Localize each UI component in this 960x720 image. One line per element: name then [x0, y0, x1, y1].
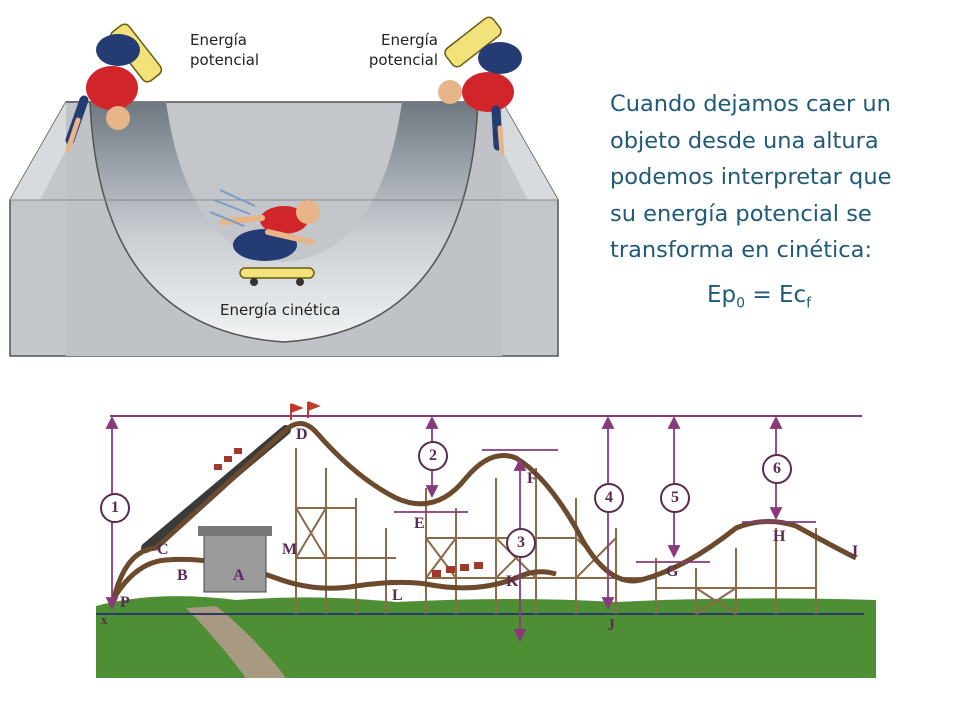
point-label-p: P [120, 594, 130, 611]
caption-potential-left: Energía potencial [190, 30, 259, 70]
point-label-a: A [233, 567, 245, 584]
caption-line: Energía [190, 31, 247, 49]
caption-line: potencial [368, 51, 438, 69]
formula-ep-sub: 0 [736, 295, 746, 312]
point-label-j: J [607, 617, 615, 634]
point-label-h: H [773, 528, 786, 545]
formula-ec: Ec [778, 282, 807, 308]
formula-ec-sub: f [806, 295, 812, 312]
caption-kinetic: Energía cinética [220, 301, 341, 319]
station [198, 526, 272, 593]
energy-formula: Ep0 = Ecf [707, 282, 811, 312]
point-label-g: G [666, 563, 679, 580]
explanation-line: podemos interpretar que [610, 164, 892, 190]
skater-bottom [209, 189, 320, 286]
coaster-cars [214, 448, 483, 577]
point-label-x: x [101, 612, 108, 627]
skater-upper-right [438, 16, 522, 155]
formula-ep: Ep [707, 282, 737, 308]
point-label-f: F [527, 470, 537, 487]
point-label-i: I [852, 543, 859, 560]
height-label-1: 1 [100, 493, 130, 523]
roller-coaster-diagram [96, 401, 876, 678]
caption-line: potencial [190, 51, 260, 69]
point-label-c: C [157, 541, 169, 558]
height-label-5: 5 [660, 483, 690, 513]
explanation-line: transforma en cinética: [610, 237, 873, 263]
height-label-3: 3 [506, 528, 536, 558]
grass [96, 596, 876, 678]
support-structure [295, 448, 817, 615]
flag-icon [290, 403, 304, 420]
path [186, 606, 286, 678]
point-label-m: M [282, 541, 298, 558]
height-label-6: 6 [762, 454, 792, 484]
point-label-d: D [296, 426, 308, 443]
point-label-l: L [392, 587, 403, 604]
height-label-2: 2 [418, 441, 448, 471]
coaster-track [111, 421, 858, 599]
flag-icon [307, 401, 321, 418]
caption-line: Energía [381, 31, 438, 49]
point-label-b: B [177, 567, 188, 584]
point-label-e: E [414, 515, 425, 532]
formula-equals: = [745, 282, 779, 308]
halfpipe-illustration [9, 16, 559, 357]
point-label-k: K [506, 573, 519, 590]
explanation-text: Cuando dejamos caer un objeto desde una … [610, 86, 955, 269]
explanation-line: Cuando dejamos caer un [610, 91, 891, 117]
explanation-line: su energía potencial se [610, 200, 872, 227]
lower-track [111, 556, 557, 600]
skater-upper-left [65, 23, 163, 153]
caption-potential-right: Energía potencial [360, 30, 438, 70]
explanation-line: objeto desde una altura [610, 127, 879, 154]
height-label-4: 4 [594, 483, 624, 513]
